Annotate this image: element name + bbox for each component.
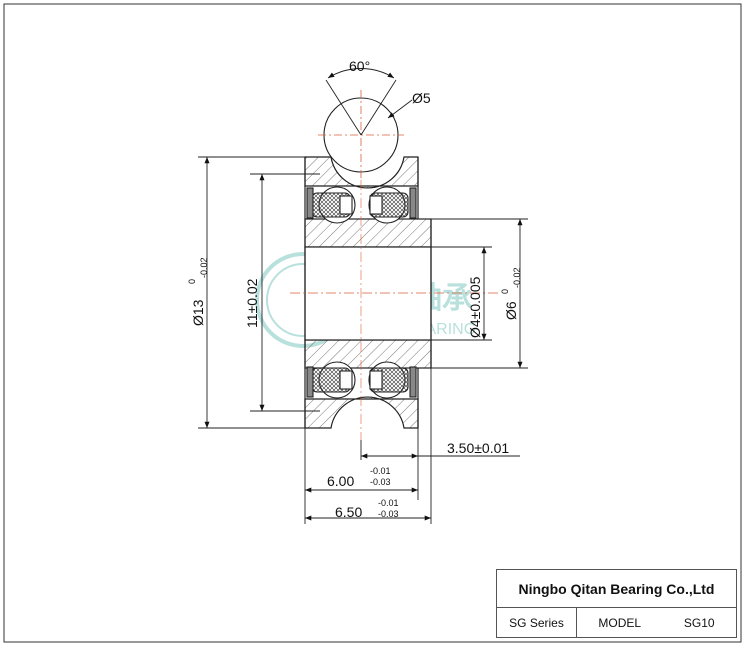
- drawing-frame: [3, 3, 742, 643]
- groove-offset-label: 3.50±0.01: [447, 440, 509, 456]
- width-outer-tol-upper: -0.01: [370, 466, 391, 476]
- width-outer-tol-lower: -0.03: [370, 477, 391, 487]
- balls-bottom: [306, 361, 417, 399]
- width-outer-label: 6.00: [327, 473, 354, 489]
- title-block-row: SG Series MODEL SG10: [496, 607, 737, 638]
- outer-tol-upper: 0: [187, 279, 197, 284]
- balls-top: [306, 186, 417, 224]
- ball-dia-label: Ø5: [412, 90, 431, 106]
- width-total-tol-upper: -0.01: [378, 498, 399, 508]
- series-label: SG Series: [497, 608, 577, 637]
- inner-tol-upper: 0: [500, 289, 510, 294]
- width-total-label: 6.50: [335, 504, 362, 520]
- model-value: SG10: [683, 615, 715, 630]
- inner-dia-label: Ø6: [503, 301, 519, 320]
- width-total-tol-lower: -0.03: [378, 509, 399, 519]
- bearing-section: [304, 156, 432, 429]
- model-label: MODEL: [598, 615, 642, 630]
- inner-tol-lower: -0.02: [512, 267, 522, 288]
- outer-dia-label: Ø13: [190, 299, 206, 326]
- dimension-lines: [198, 156, 528, 524]
- bore-dia-label: Ø4±0.005: [467, 276, 483, 338]
- groove-gauge: [318, 68, 413, 180]
- groove-dia-label: 11±0.02: [244, 278, 260, 328]
- outer-tol-lower: -0.02: [199, 257, 209, 278]
- angle-label: 60°: [349, 58, 370, 74]
- model-cell: MODEL SG10: [577, 608, 736, 637]
- title-block-company: Ningbo Qitan Bearing Co.,Ltd: [496, 569, 737, 608]
